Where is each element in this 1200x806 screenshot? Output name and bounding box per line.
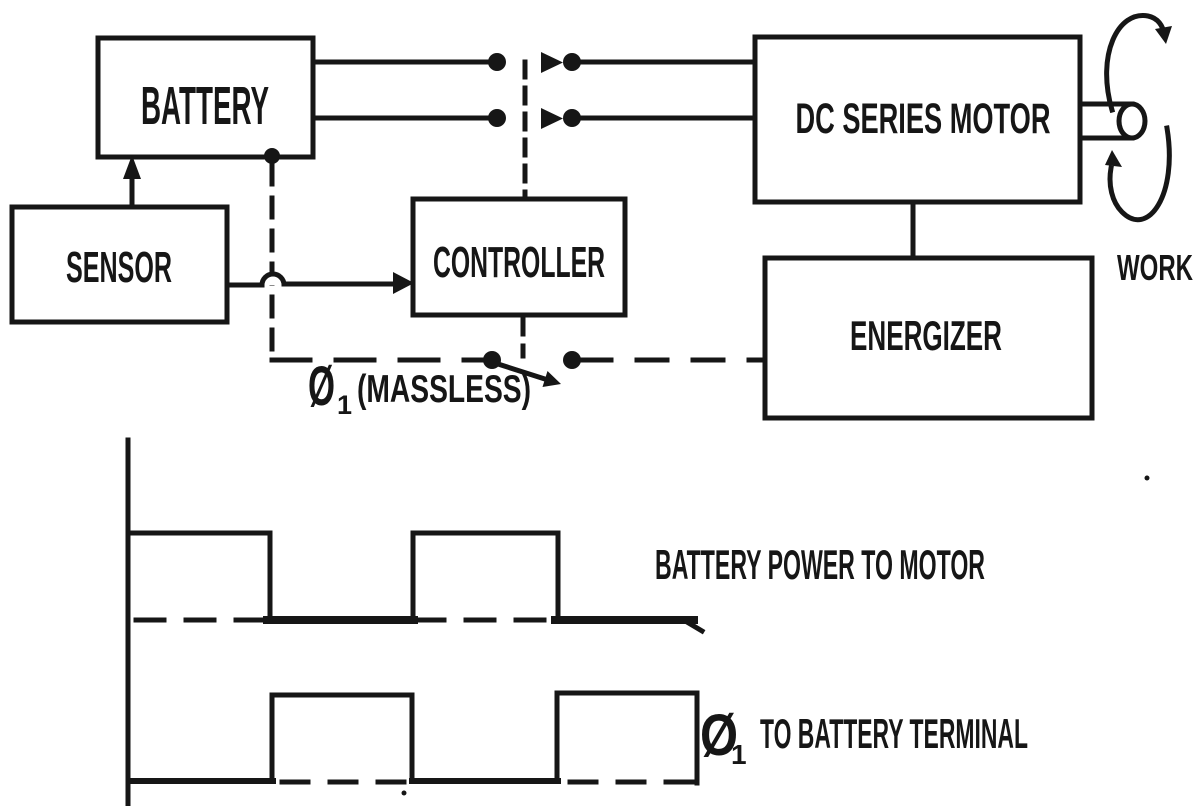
energizer-box: [762, 255, 1095, 421]
battery-label: BATTERY: [141, 76, 269, 136]
phi-symbol: Ø: [308, 354, 335, 417]
phi-subscript: 1: [337, 390, 352, 420]
switch-arm-arrowhead-icon: [542, 371, 561, 387]
controller-box: [410, 196, 628, 318]
phi-terminal-text: TO BATTERY TERMINAL: [760, 710, 1028, 757]
motor-label: DC SERIES MOTOR: [796, 95, 1051, 143]
ink-speck: [1144, 475, 1150, 481]
wave1-end-tick: [683, 618, 706, 635]
phi-terminal-waveform-label: Ø 1 TO BATTERY TERMINAL: [700, 703, 1028, 770]
connector-arrow-icon: [541, 108, 563, 129]
switch-phi-label: Ø 1 (MASSLESS): [308, 354, 531, 420]
massless-label: (MASSLESS): [357, 368, 531, 411]
right-arrowhead-icon: [393, 272, 414, 294]
up-arrowhead-icon: [123, 155, 141, 179]
battery-tap-dot: [264, 148, 280, 164]
disconnect-dot-icon: [563, 53, 581, 71]
switch-contact-dot-right: [563, 351, 581, 369]
sensor-box: [9, 204, 230, 325]
connector-arrow-icon: [541, 52, 563, 73]
work-label: WORK: [1117, 247, 1193, 288]
energizer-label: ENERGIZER: [850, 312, 1002, 359]
phi-symbol: Ø: [700, 703, 738, 768]
rotation-arrowhead-upper-icon: [1155, 26, 1172, 44]
rotation-arc-lower: [1107, 125, 1172, 223]
ink-speck: [401, 790, 407, 796]
sensor-label: SENSOR: [66, 243, 172, 292]
disconnect-dot-icon: [488, 109, 506, 127]
disconnect-dot-icon: [488, 53, 506, 71]
controller-label: CONTROLLER: [433, 238, 605, 287]
rotation-arrowhead-lower-icon: [1105, 150, 1122, 167]
battery-power-waveform-label: BATTERY POWER TO MOTOR: [655, 541, 985, 588]
phi-subscript: 1: [731, 739, 747, 770]
disconnect-dot-icon: [563, 109, 581, 127]
sensor-to-battery-arrow: [123, 155, 141, 210]
power-wire-top: [310, 52, 758, 73]
rotation-arc-upper: [1104, 13, 1167, 114]
battery-box: [95, 35, 316, 160]
sensor-to-controller-wire: [224, 271, 414, 294]
rotation-arrow-upper: [1104, 13, 1172, 114]
wire-hop-icon: [259, 271, 287, 286]
phi-terminal-waveform: [127, 690, 700, 796]
switch-arm: [494, 360, 552, 384]
shaft-end-cap: [1116, 101, 1148, 141]
battery-power-waveform: [125, 530, 706, 635]
phi-switch-line: [269, 351, 767, 387]
power-wire-bottom: [310, 108, 758, 129]
motor-shaft: [1079, 101, 1148, 141]
rotation-arrow-lower: [1105, 125, 1172, 223]
